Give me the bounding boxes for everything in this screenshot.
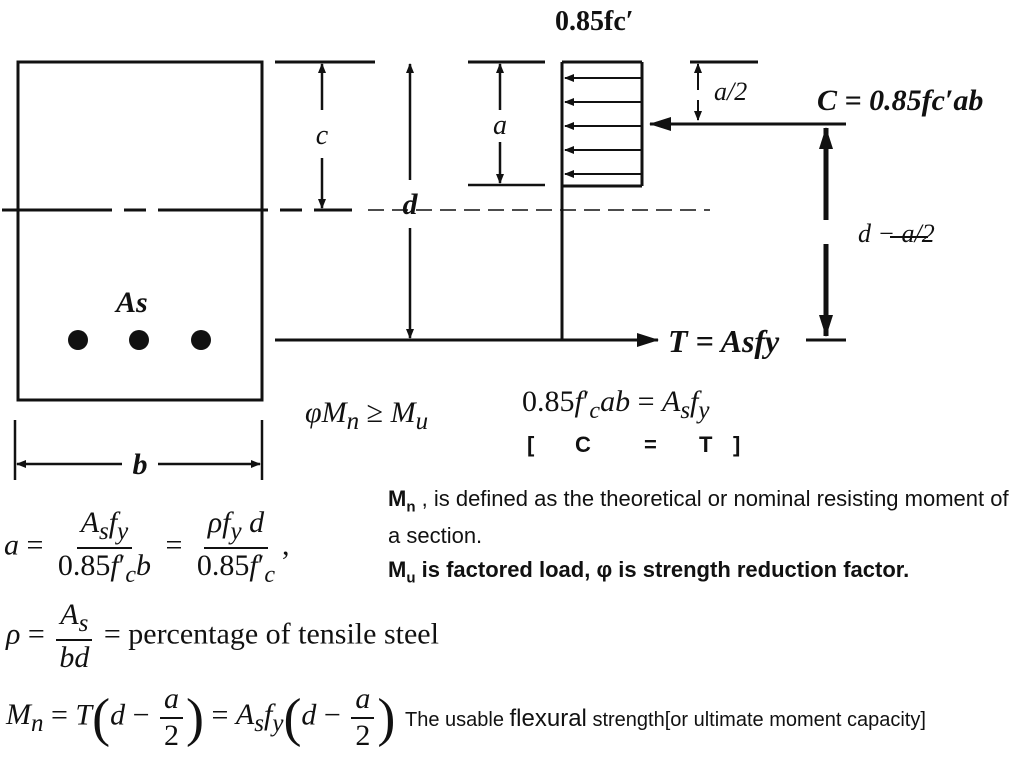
- rebar-2: [129, 330, 149, 350]
- label-depth-a: a: [493, 110, 507, 141]
- usable-strength-note: The usable flexural strength[or ultimate…: [405, 705, 926, 732]
- caption-open-bracket: [: [527, 432, 535, 457]
- phi-mn-symbol: φMn: [305, 396, 360, 435]
- mu-definition: Mu is factored load, φ is strength reduc…: [388, 556, 910, 587]
- strength-inequality: φMn ≥ Mu: [305, 396, 429, 435]
- label-compression: C = 0.85fc′ab: [817, 84, 983, 117]
- caption-t: T: [699, 432, 713, 457]
- rho-description: = percentage of tensile steel: [103, 617, 439, 651]
- label-steel-area: As: [114, 286, 148, 319]
- mn-definition: Mn , is defined as the theoretical or no…: [388, 486, 1009, 548]
- equilibrium-equation: 0.85f′cab = Asfy: [522, 385, 710, 424]
- label-depth-c: c: [316, 120, 329, 151]
- caption-c: C: [575, 432, 591, 457]
- mu-symbol: Mu: [390, 396, 429, 435]
- label-stress-top: 0.85fc′: [555, 6, 634, 37]
- beam-section: [16, 60, 264, 402]
- rebar-1: [68, 330, 88, 350]
- rebar-3: [191, 330, 211, 350]
- label-half-a: a/2: [714, 77, 747, 106]
- caption-close-bracket: ]: [733, 432, 741, 457]
- definitions-note: Mn , is defined as the theoretical or no…: [388, 482, 1018, 589]
- label-depth-d: d: [403, 188, 419, 221]
- label-width-b: b: [133, 448, 148, 481]
- label-lever-arm: d − a/2: [858, 219, 935, 248]
- caption-equals: =: [644, 432, 657, 457]
- label-tension: T = Asfy: [668, 323, 780, 359]
